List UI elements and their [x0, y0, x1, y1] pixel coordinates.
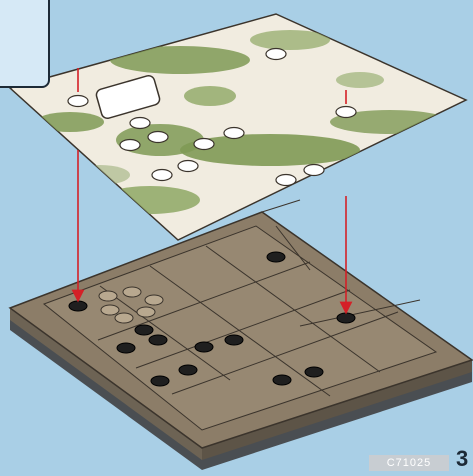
baseplate-assembly [10, 200, 472, 470]
set-code: C71025 [369, 455, 449, 471]
callout-box [0, 0, 50, 88]
page-number: 3 [456, 446, 468, 472]
